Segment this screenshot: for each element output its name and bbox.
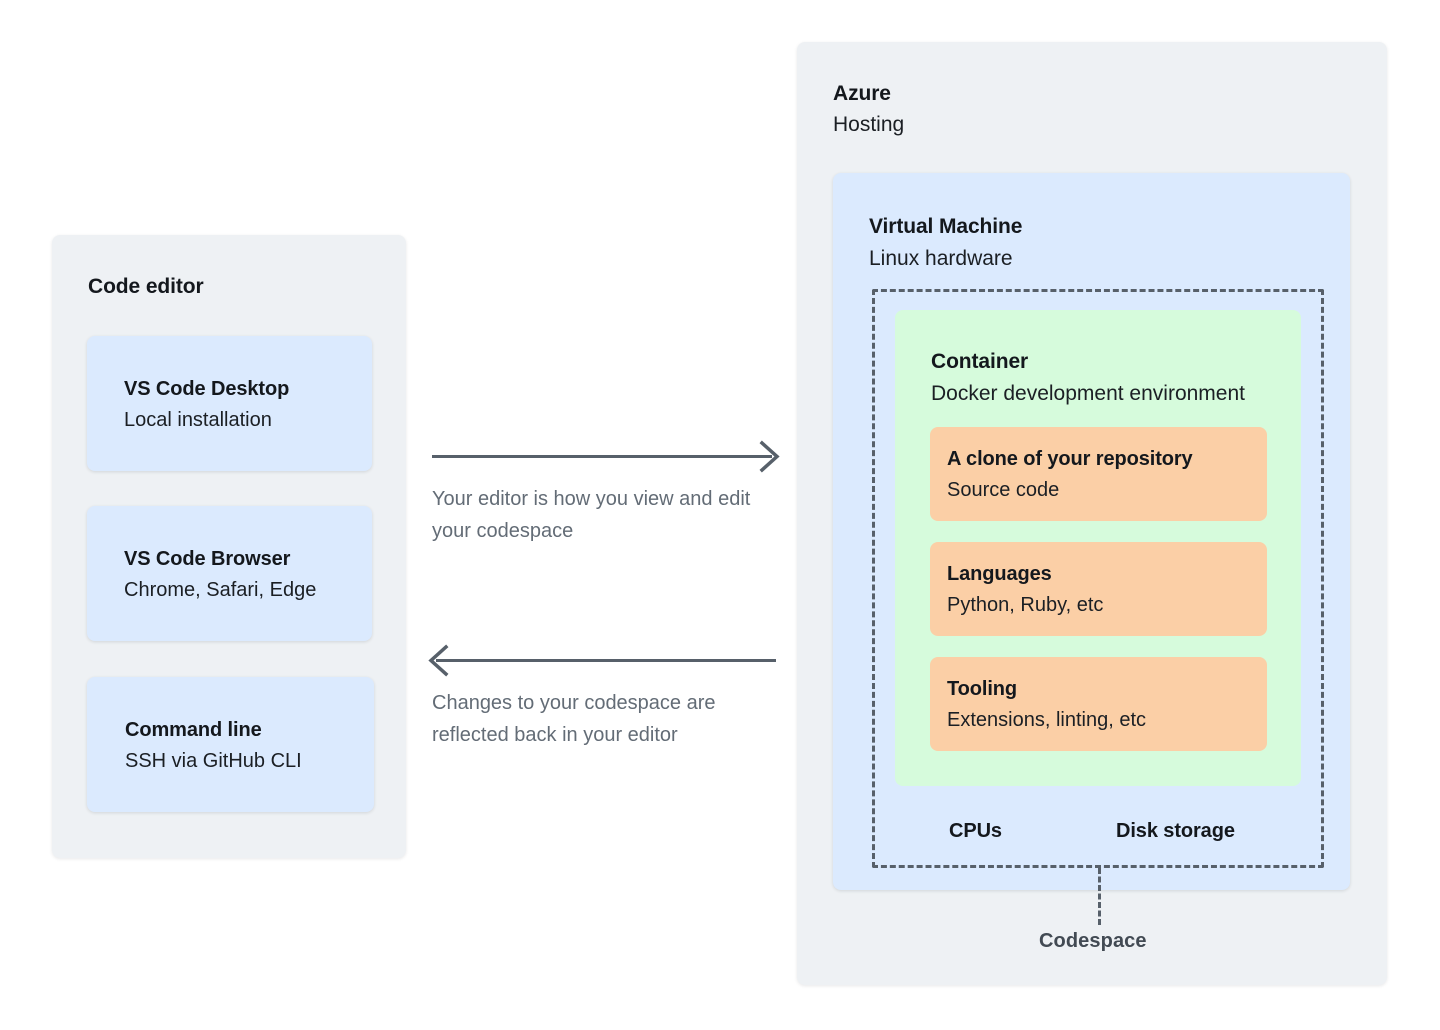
codespace-callout-line: [1098, 868, 1101, 925]
azure-panel-subtitle: Hosting: [833, 113, 905, 136]
card-command-line-subtitle: SSH via GitHub CLI: [125, 750, 302, 772]
virtual-machine-title: Virtual Machine: [869, 215, 1023, 238]
codespace-boundary: [872, 289, 1324, 868]
caption-editor-to-codespace: Your editor is how you view and edit you…: [432, 488, 751, 542]
codespace-callout-label: Codespace: [1039, 930, 1147, 952]
card-vs-code-desktop-subtitle: Local installation: [124, 409, 272, 431]
code-editor-panel-title: Code editor: [88, 275, 204, 298]
card-repository-clone-title: A clone of your repository: [947, 448, 1193, 470]
card-vs-code-browser-subtitle: Chrome, Safari, Edge: [124, 579, 317, 601]
card-command-line-title: Command line: [125, 719, 262, 741]
card-vs-code-desktop-title: VS Code Desktop: [124, 378, 290, 400]
card-tooling[interactable]: Tooling Extensions, linting, etc: [930, 657, 1267, 751]
card-languages-title: Languages: [947, 563, 1052, 585]
card-tooling-subtitle: Extensions, linting, etc: [947, 709, 1146, 731]
arrow-right-icon: [432, 440, 780, 473]
card-vs-code-browser-title: VS Code Browser: [124, 548, 291, 570]
container-subtitle: Docker development environment: [931, 382, 1245, 405]
card-languages-subtitle: Python, Ruby, etc: [947, 594, 1104, 616]
container-title: Container: [931, 350, 1029, 373]
virtual-machine-subtitle: Linux hardware: [869, 247, 1013, 270]
card-command-line[interactable]: Command line SSH via GitHub CLI: [87, 677, 374, 812]
card-repository-clone[interactable]: A clone of your repository Source code: [930, 427, 1267, 521]
arrow-left-icon: [428, 644, 776, 677]
card-languages[interactable]: Languages Python, Ruby, etc: [930, 542, 1267, 636]
card-vs-code-desktop[interactable]: VS Code Desktop Local installation: [87, 336, 372, 471]
caption-codespace-to-editor: Changes to your codespace are reflected …: [432, 692, 716, 746]
resource-label-disk-storage: Disk storage: [1116, 820, 1235, 842]
card-tooling-title: Tooling: [947, 678, 1018, 700]
card-vs-code-browser[interactable]: VS Code Browser Chrome, Safari, Edge: [87, 506, 372, 641]
card-repository-clone-subtitle: Source code: [947, 479, 1060, 501]
azure-panel-title: Azure: [833, 82, 891, 105]
resource-label-cpus: CPUs: [949, 820, 1002, 842]
